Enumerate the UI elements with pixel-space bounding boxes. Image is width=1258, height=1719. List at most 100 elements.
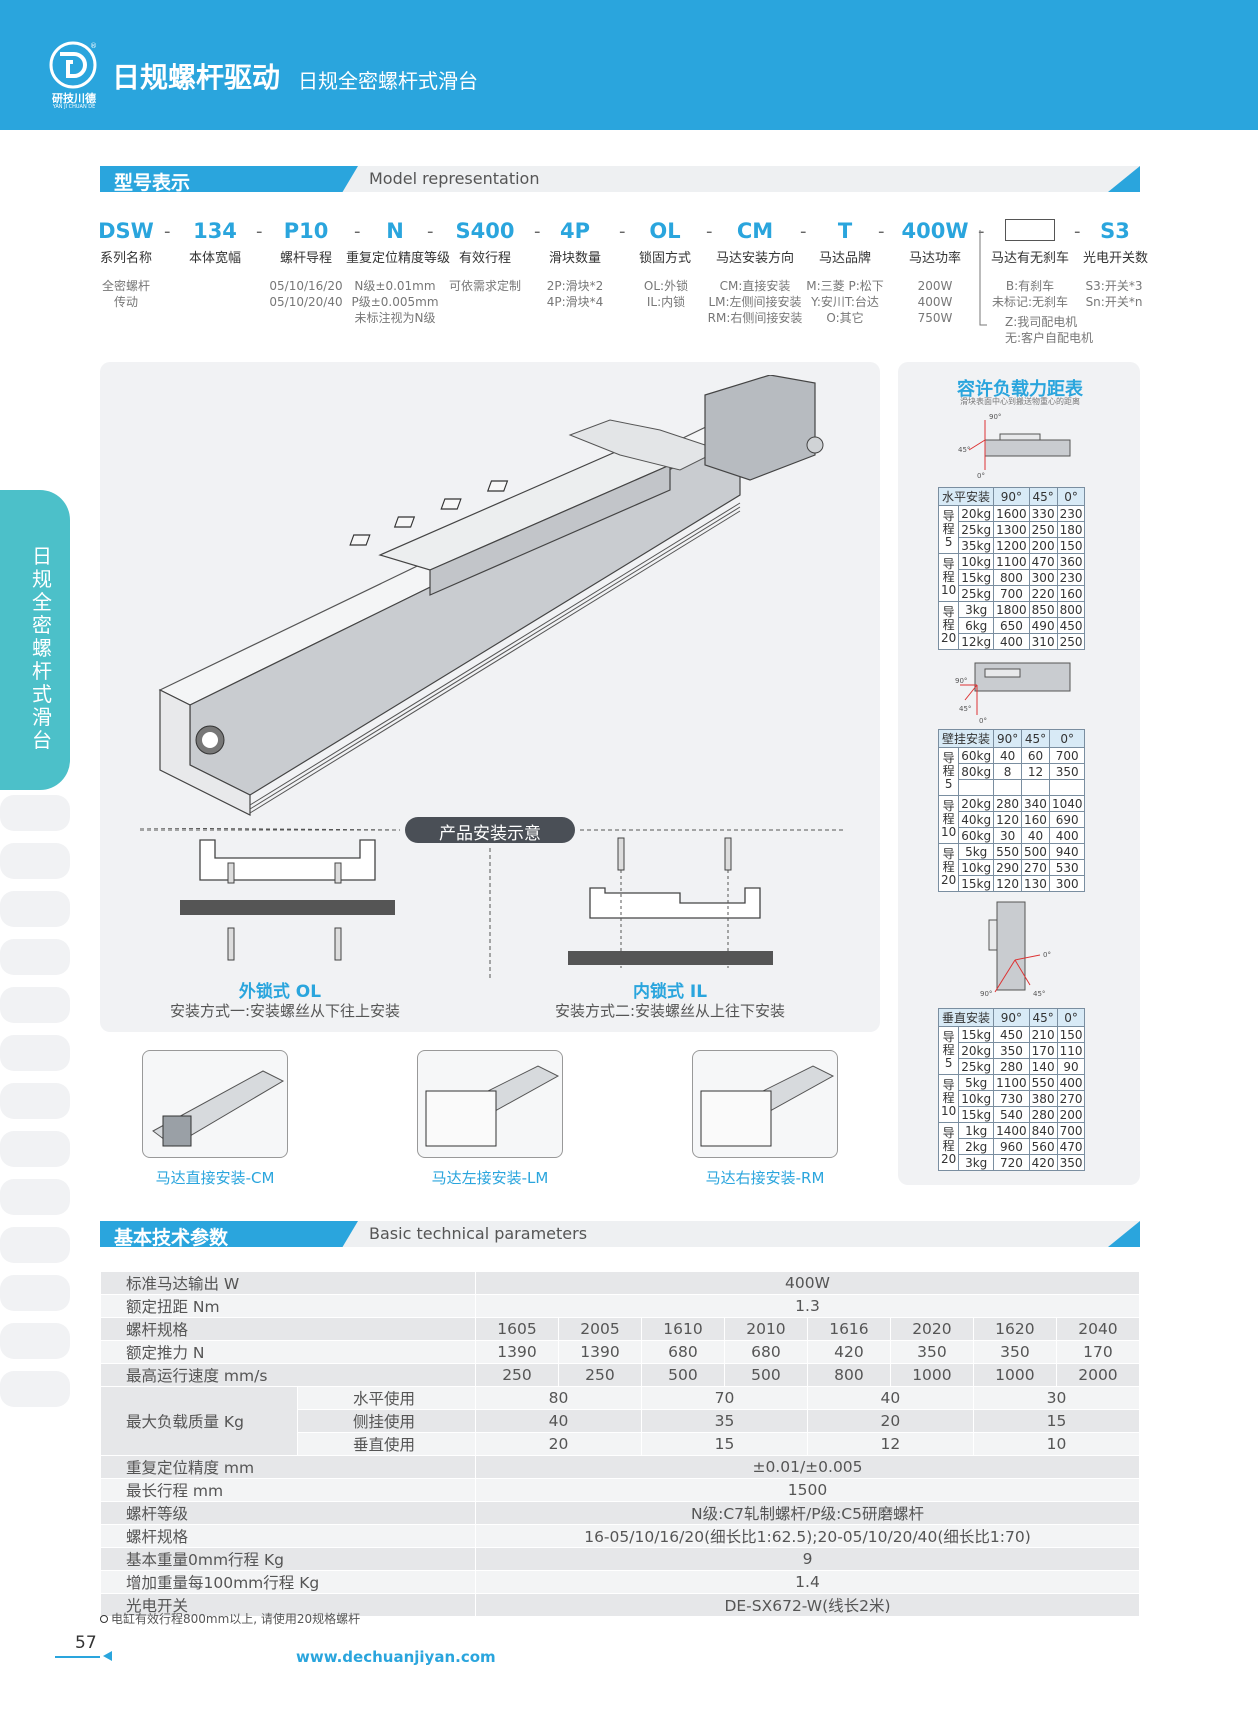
svg-text:0°: 0°	[1043, 951, 1051, 959]
svg-text:45°: 45°	[1033, 990, 1045, 998]
ol-title: 外锁式 OL	[238, 982, 322, 1002]
side-tab-label: 日规全密螺杆式滑台	[32, 544, 52, 752]
brand-logo-icon: ®	[49, 41, 97, 89]
code-motor-power: 400W	[901, 219, 969, 243]
code-width: 134	[193, 219, 237, 243]
code-switch: S3	[1100, 219, 1130, 243]
motor-rm-image	[692, 1050, 838, 1158]
install-diagram-label: 产品安装示意	[405, 817, 575, 844]
tech-section-title: 基本技术参数	[100, 1221, 358, 1247]
code-separator: -	[164, 221, 171, 242]
svg-text:90°: 90°	[989, 413, 1001, 421]
code-separator: -	[878, 221, 885, 242]
load-table-subtitle: 滑块表面中心到搬送物重心的距离	[960, 397, 1080, 406]
label-motor-power: 马达功率	[908, 251, 961, 266]
code-separator: -	[256, 221, 263, 242]
code-stroke: S400	[455, 219, 515, 243]
svg-text:90°: 90°	[980, 990, 992, 998]
wall-mount-icon: 90° 45° 0°	[955, 662, 1071, 725]
motor-note-bracket	[979, 230, 987, 326]
svg-text:0°: 0°	[977, 472, 985, 480]
page-title: 日规螺杆驱动	[112, 61, 281, 94]
load-table-title: 容许负载力距表	[957, 379, 1083, 400]
code-blocks: 4P	[559, 219, 590, 243]
code-series: DSW	[98, 219, 154, 243]
motor-cm-image	[142, 1050, 288, 1158]
label-brake: 马达有无刹车	[990, 251, 1069, 266]
label-width: 本体宽幅	[188, 251, 241, 266]
desc-brake: B:有刹车未标记:无刹车	[991, 279, 1069, 309]
label-series: 系列名称	[99, 251, 152, 266]
label-lead: 螺杆导程	[279, 251, 332, 266]
desc-series: 全密螺杆传动	[101, 279, 150, 309]
page-number: 57	[75, 1633, 97, 1653]
svg-text:45°: 45°	[958, 446, 970, 454]
section-corner-decoration	[1108, 1221, 1140, 1247]
code-separator: -	[706, 221, 713, 242]
code-separator: -	[354, 221, 361, 242]
code-separator: -	[534, 221, 541, 242]
section-corner-decoration	[1108, 166, 1140, 192]
label-motor-direction: 马达安装方向	[715, 251, 794, 266]
circle-bullet-icon	[100, 1615, 108, 1623]
install-diagrams	[139, 828, 845, 978]
table-header: 垂直安装	[937, 1008, 995, 1027]
motor-lm-caption: 马达左接安装-LM	[431, 1169, 549, 1187]
svg-text:45°: 45°	[959, 705, 971, 713]
footnote: 电缸有效行程800mm以上, 请使用20规格螺杆	[100, 1610, 360, 1627]
code-accuracy: N	[386, 219, 404, 243]
motor-rm-caption: 马达右接安装-RM	[705, 1169, 825, 1187]
label-switch: 光电开关数	[1083, 251, 1149, 266]
side-stripes	[0, 795, 70, 1407]
svg-text:®: ®	[90, 42, 97, 50]
page-subtitle: 日规全密螺杆式滑台	[298, 69, 478, 93]
vertical-mount-icon: 0° 45° 90°	[980, 901, 1051, 998]
table-header: 水平安装	[937, 487, 995, 506]
page-header	[0, 0, 1258, 130]
slide-table-product-image	[158, 375, 824, 816]
code-motor-brand: T	[837, 219, 853, 243]
brake-code-box	[1005, 219, 1055, 241]
label-accuracy: 重复定位精度等级	[345, 251, 450, 266]
model-section-title: 型号表示	[100, 166, 358, 192]
desc-stroke: 可依需求定制	[448, 279, 521, 293]
website-link[interactable]: www.dechuanjiyan.com	[296, 1648, 496, 1666]
code-lock: OL	[649, 219, 681, 243]
label-motor-brand: 马达品牌	[818, 251, 871, 266]
tech-section-title-en: Basic technical parameters	[369, 1224, 588, 1243]
side-tab	[0, 490, 70, 790]
code-separator: -	[619, 221, 626, 242]
code-motor-direction: CM	[736, 219, 774, 243]
ol-note: 安装方式一:安装螺丝从下往上安装	[169, 1002, 401, 1020]
model-section-bar: 型号表示 Model representation	[100, 166, 1140, 192]
code-separator: -	[978, 221, 985, 242]
code-lead: P10	[283, 219, 329, 243]
motor-cm-caption: 马达直接安装-CM	[155, 1169, 275, 1187]
tech-section-bar: 基本技术参数 Basic technical parameters	[100, 1221, 1140, 1247]
svg-text:0°: 0°	[979, 717, 987, 725]
label-lock: 锁固方式	[638, 251, 691, 266]
page-number-line	[55, 1656, 100, 1658]
